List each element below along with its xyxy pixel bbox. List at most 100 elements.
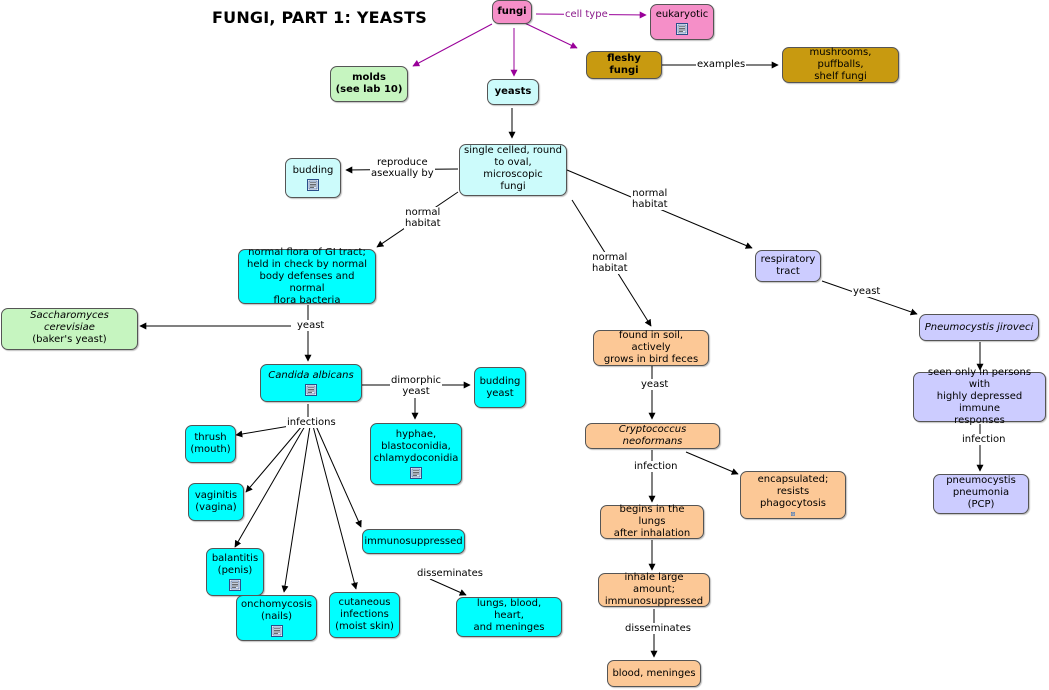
node-pcp[interactable]: pneumocystis pneumonia (PCP) (933, 474, 1029, 514)
node-label: immunosuppressed (364, 536, 462, 548)
node-label-text: Saccharomyces cerevisiae (30, 310, 109, 333)
edge-label-disseminates-2: disseminates (624, 623, 692, 634)
node-label: cutaneous infections (moist skin) (335, 597, 394, 633)
node-label: Cryptococcus neoformans (590, 424, 715, 448)
node-label: hyphae, blastoconidia, chlamydoconidia (374, 429, 459, 465)
connector-arrow (412, 23, 493, 67)
node-label: blood, meninges (612, 668, 695, 680)
node-label-text: eukaryotic (655, 9, 709, 20)
edge-label-yeast-sacch: yeast (296, 320, 326, 331)
node-balanitis[interactable]: balantitis (penis) (206, 548, 264, 596)
node-vaginitis[interactable]: vaginitis (vagina) (188, 483, 244, 521)
document-icon[interactable] (787, 512, 799, 516)
node-label: onchomycosis (nails) (241, 599, 312, 623)
connector-arrow (821, 280, 918, 316)
node-blood-meninges[interactable]: blood, meninges (607, 660, 701, 687)
connector-arrow (234, 425, 306, 548)
connector-arrow (685, 451, 739, 475)
node-label: yeasts (495, 86, 532, 98)
node-label: mushrooms, puffballs, shelf fungi (787, 47, 894, 83)
node-saccharomyces[interactable]: Saccharomyces cerevisiae (baker's yeast) (1, 308, 138, 350)
node-inhale[interactable]: inhale large amount; immunosuppressed (598, 572, 710, 608)
node-fleshy-fungi[interactable]: fleshy fungi (586, 51, 662, 79)
edge-label-infection-crypto: infection (633, 461, 679, 472)
document-icon[interactable] (307, 179, 319, 191)
node-label: thrush (mouth) (190, 432, 230, 456)
node-single-celled[interactable]: single celled, round to oval, microscopi… (459, 144, 567, 196)
document-icon[interactable] (410, 467, 422, 479)
node-hyphae[interactable]: hyphae, blastoconidia, chlamydoconidia (370, 423, 462, 485)
node-label: inhale large amount; immunosuppressed (603, 572, 705, 608)
node-immunosuppressed[interactable]: immunosuppressed (362, 529, 465, 554)
document-icon[interactable] (305, 384, 317, 396)
node-cutaneous[interactable]: cutaneous infections (moist skin) (329, 592, 400, 638)
edge-label-infections: infections (286, 417, 337, 428)
node-label: found in soil, actively grows in bird fe… (598, 330, 704, 366)
node-candida[interactable]: Candida albicans (260, 364, 362, 402)
edge-label-yeast-pneumo: yeast (852, 286, 882, 297)
node-label-text: Pneumocystis jiroveci (924, 321, 1034, 333)
node-eukaryotic[interactable]: eukaryotic (650, 4, 714, 40)
node-label-text: mushrooms, puffballs, shelf fungi (809, 47, 872, 82)
node-label: balantitis (penis) (212, 553, 258, 577)
node-label: single celled, round to oval, microscopi… (464, 145, 562, 193)
node-label: fungi (497, 6, 526, 18)
node-label-text: seen only in persons with highly depress… (927, 367, 1032, 426)
node-label: budding (293, 165, 334, 177)
node-label-text: found in soil, actively grows in bird fe… (603, 330, 699, 365)
node-label: lungs, blood, heart, and meninges (461, 598, 557, 634)
node-label-text: molds (see lab 10) (335, 72, 403, 95)
node-label-text: normal flora of GI tract; held in check … (246, 246, 368, 306)
node-budding[interactable]: budding (285, 158, 341, 198)
node-seen-only[interactable]: seen only in persons with highly depress… (913, 367, 1046, 426)
node-label-subtext: (baker's yeast) (32, 334, 107, 345)
node-label-text: cutaneous infections (moist skin) (335, 597, 394, 632)
node-label: seen only in persons with highly depress… (918, 367, 1041, 427)
edge-label-yeast-crypto: yeast (640, 379, 670, 390)
connector-arrow (281, 425, 311, 593)
node-soil[interactable]: found in soil, actively grows in bird fe… (593, 330, 709, 366)
node-mushrooms[interactable]: mushrooms, puffballs, shelf fungi (782, 47, 899, 83)
node-label-text: single celled, round to oval, microscopi… (464, 145, 562, 192)
node-molds[interactable]: molds (see lab 10) (330, 66, 408, 102)
node-label-text: budding yeast (479, 375, 521, 399)
node-thrush[interactable]: thrush (mouth) (185, 425, 236, 463)
node-label: budding yeast (480, 376, 521, 400)
node-encapsulated[interactable]: encapsulated; resists phagocytosis (740, 471, 846, 519)
edge-label-cell-type: cell type (564, 9, 609, 20)
edge-label-infection-pcp: infection (961, 434, 1007, 445)
node-label-text: inhale large amount; immunosuppressed (604, 572, 704, 607)
node-label-text: yeasts (494, 86, 532, 97)
edge-label-habitat-soil: normal habitat (591, 252, 629, 274)
document-icon[interactable] (676, 23, 688, 35)
node-label: pneumocystis pneumonia (PCP) (938, 475, 1024, 511)
node-begins-lungs[interactable]: begins in the lungs after inhalation (600, 504, 704, 539)
node-pneumocystis[interactable]: Pneumocystis jiroveci (919, 314, 1039, 341)
node-label: encapsulated; resists phagocytosis (745, 474, 841, 510)
node-label-text: budding (292, 165, 334, 176)
node-label: Saccharomyces cerevisiae (baker's yeast) (6, 310, 133, 346)
node-label: Pneumocystis jiroveci (925, 322, 1034, 334)
node-label-text: thrush (mouth) (190, 432, 231, 455)
document-icon[interactable] (229, 579, 241, 591)
node-cryptococcus[interactable]: Cryptococcus neoformans (585, 423, 720, 449)
node-label: fleshy fungi (591, 53, 657, 77)
node-gi-flora[interactable]: normal flora of GI tract; held in check … (238, 246, 376, 306)
node-yeasts[interactable]: yeasts (487, 79, 539, 105)
node-label-text: Cryptococcus neoformans (618, 424, 687, 447)
edge-label-reproduce: reproduce asexually by (370, 157, 435, 179)
node-fungi[interactable]: fungi (492, 0, 532, 24)
node-onchomycosis[interactable]: onchomycosis (nails) (236, 595, 317, 641)
edge-label-habitat-resp: normal habitat (631, 188, 669, 210)
page-title: FUNGI, PART 1: YEASTS (212, 8, 427, 27)
edge-label-dimorphic: dimorphic yeast (390, 375, 443, 397)
node-lungs-blood[interactable]: lungs, blood, heart, and meninges (456, 597, 562, 637)
node-label-text: encapsulated; resists phagocytosis (757, 474, 829, 509)
node-label-text: balantitis (penis) (211, 553, 259, 576)
node-label-text: pneumocystis pneumonia (PCP) (946, 475, 1016, 510)
connector-arrow (429, 578, 467, 596)
node-budding-yeast[interactable]: budding yeast (474, 367, 526, 408)
node-respiratory[interactable]: respiratory tract (755, 250, 821, 282)
document-icon[interactable] (270, 625, 283, 637)
